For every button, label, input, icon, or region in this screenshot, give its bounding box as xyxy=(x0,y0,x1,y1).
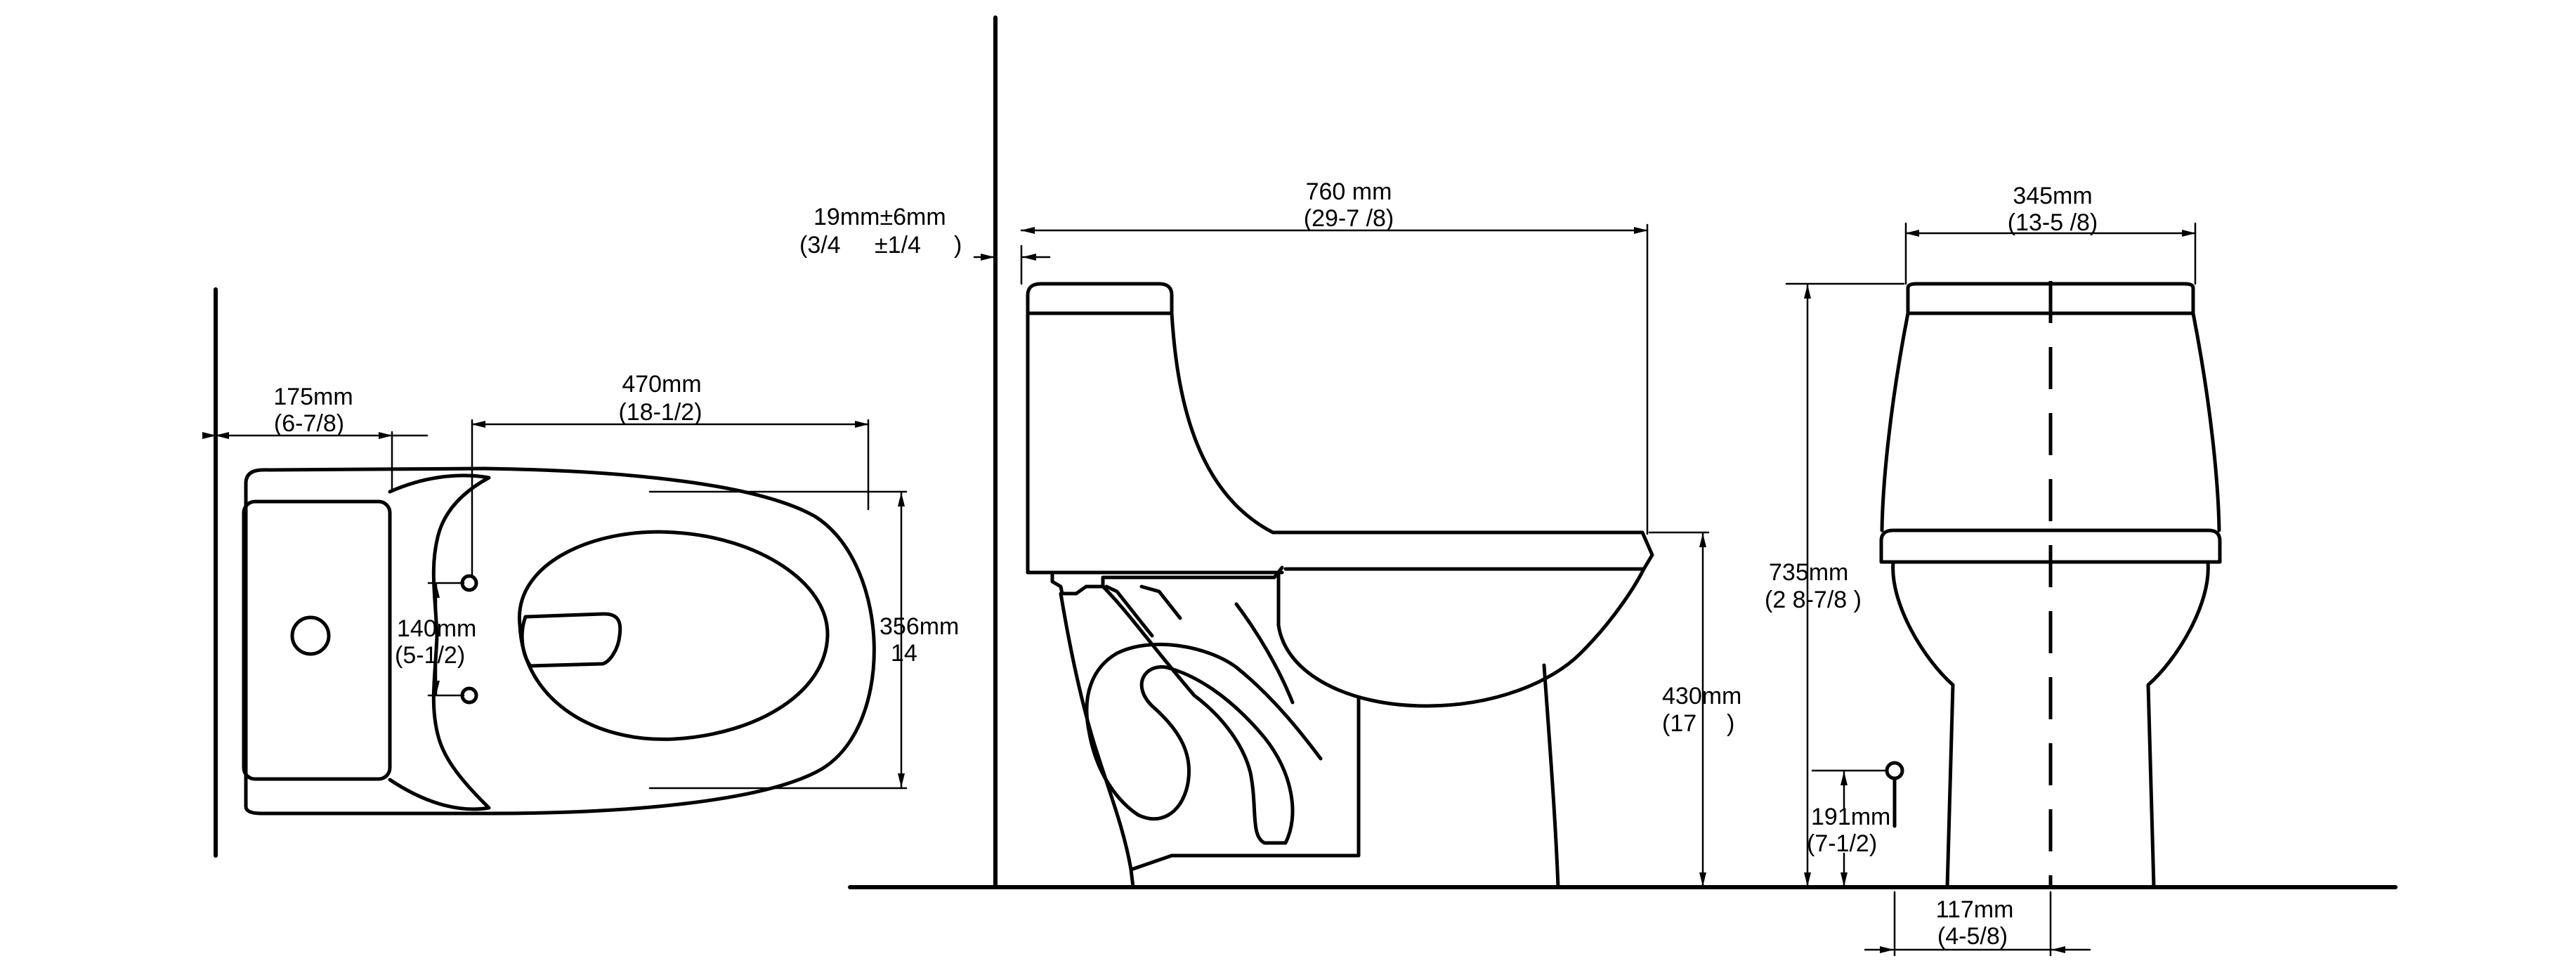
tank-depth-mm: 175mm xyxy=(273,384,353,410)
supply-offset-inch: (4-5/8) xyxy=(1937,923,2008,950)
bolt-spacing-inch: (5-1/2) xyxy=(395,642,465,669)
dimension-labels: 19mm±6mm (3/4 ±1/4 ) 760 mm (29-7 /8) 34… xyxy=(273,178,2098,950)
overall-length-mm: 760 mm xyxy=(1306,178,1392,205)
bowl-length-mm: 470mm xyxy=(622,371,701,398)
bowl-width-mm: 356mm xyxy=(880,613,959,640)
top-width-mm: 345mm xyxy=(2013,183,2092,209)
front-bowl xyxy=(1891,560,2210,889)
water-supply-valve xyxy=(1885,761,1904,780)
tank-lid xyxy=(242,499,392,781)
side-pedestal xyxy=(1129,663,1560,889)
total-height-inch: (2 8-7/8 ) xyxy=(1765,587,1862,613)
seat-height-inch-b: ) xyxy=(1727,710,1734,737)
bowl-opening xyxy=(517,530,830,741)
overall-length-inch: (29-7 /8) xyxy=(1304,205,1394,232)
supply-height-inch: (7-1/2) xyxy=(1807,830,1877,857)
supply-height-mm: 191mm xyxy=(1811,804,1890,830)
wall-gap-inch-c: ) xyxy=(954,232,962,259)
side-tank-lid xyxy=(1026,282,1174,315)
wall-gap-mm: 19mm±6mm xyxy=(813,204,946,230)
seat-height-inch-a: (17 xyxy=(1662,710,1696,737)
tank-button xyxy=(290,615,331,656)
tank-depth-inch: (6-7/8) xyxy=(274,410,344,437)
top-width-inch: (13-5 /8) xyxy=(2008,209,2098,236)
total-height-mm: 735mm xyxy=(1769,559,1848,586)
wall-gap-inch-b: ±1/4 xyxy=(875,232,921,259)
toilet-front-view xyxy=(1785,222,2222,957)
bowl-drain xyxy=(520,612,622,668)
front-tank-lid xyxy=(1906,282,2195,315)
front-bowl-rim xyxy=(1879,528,2222,564)
bowl-width-inch: 14 xyxy=(891,640,917,667)
top-view-outline xyxy=(244,466,876,816)
side-tank-body xyxy=(1026,311,1654,596)
bowl-length-inch: (18-1/2) xyxy=(618,399,702,426)
bolt-spacing-mm: 140mm xyxy=(397,615,476,642)
toilet-top-view xyxy=(242,419,908,816)
wall-gap-inch-a: (3/4 xyxy=(799,232,841,259)
side-trapway xyxy=(1059,584,1323,872)
dimension-arrows xyxy=(202,227,2197,953)
toilet-side-view xyxy=(1020,223,1710,889)
front-tank-body xyxy=(1880,311,2221,532)
supply-offset-mm: 117mm xyxy=(1936,896,2014,923)
side-bowl xyxy=(1276,567,1646,708)
seat-height-mm: 430mm xyxy=(1662,683,1741,709)
seat-hinge-area xyxy=(388,473,491,811)
